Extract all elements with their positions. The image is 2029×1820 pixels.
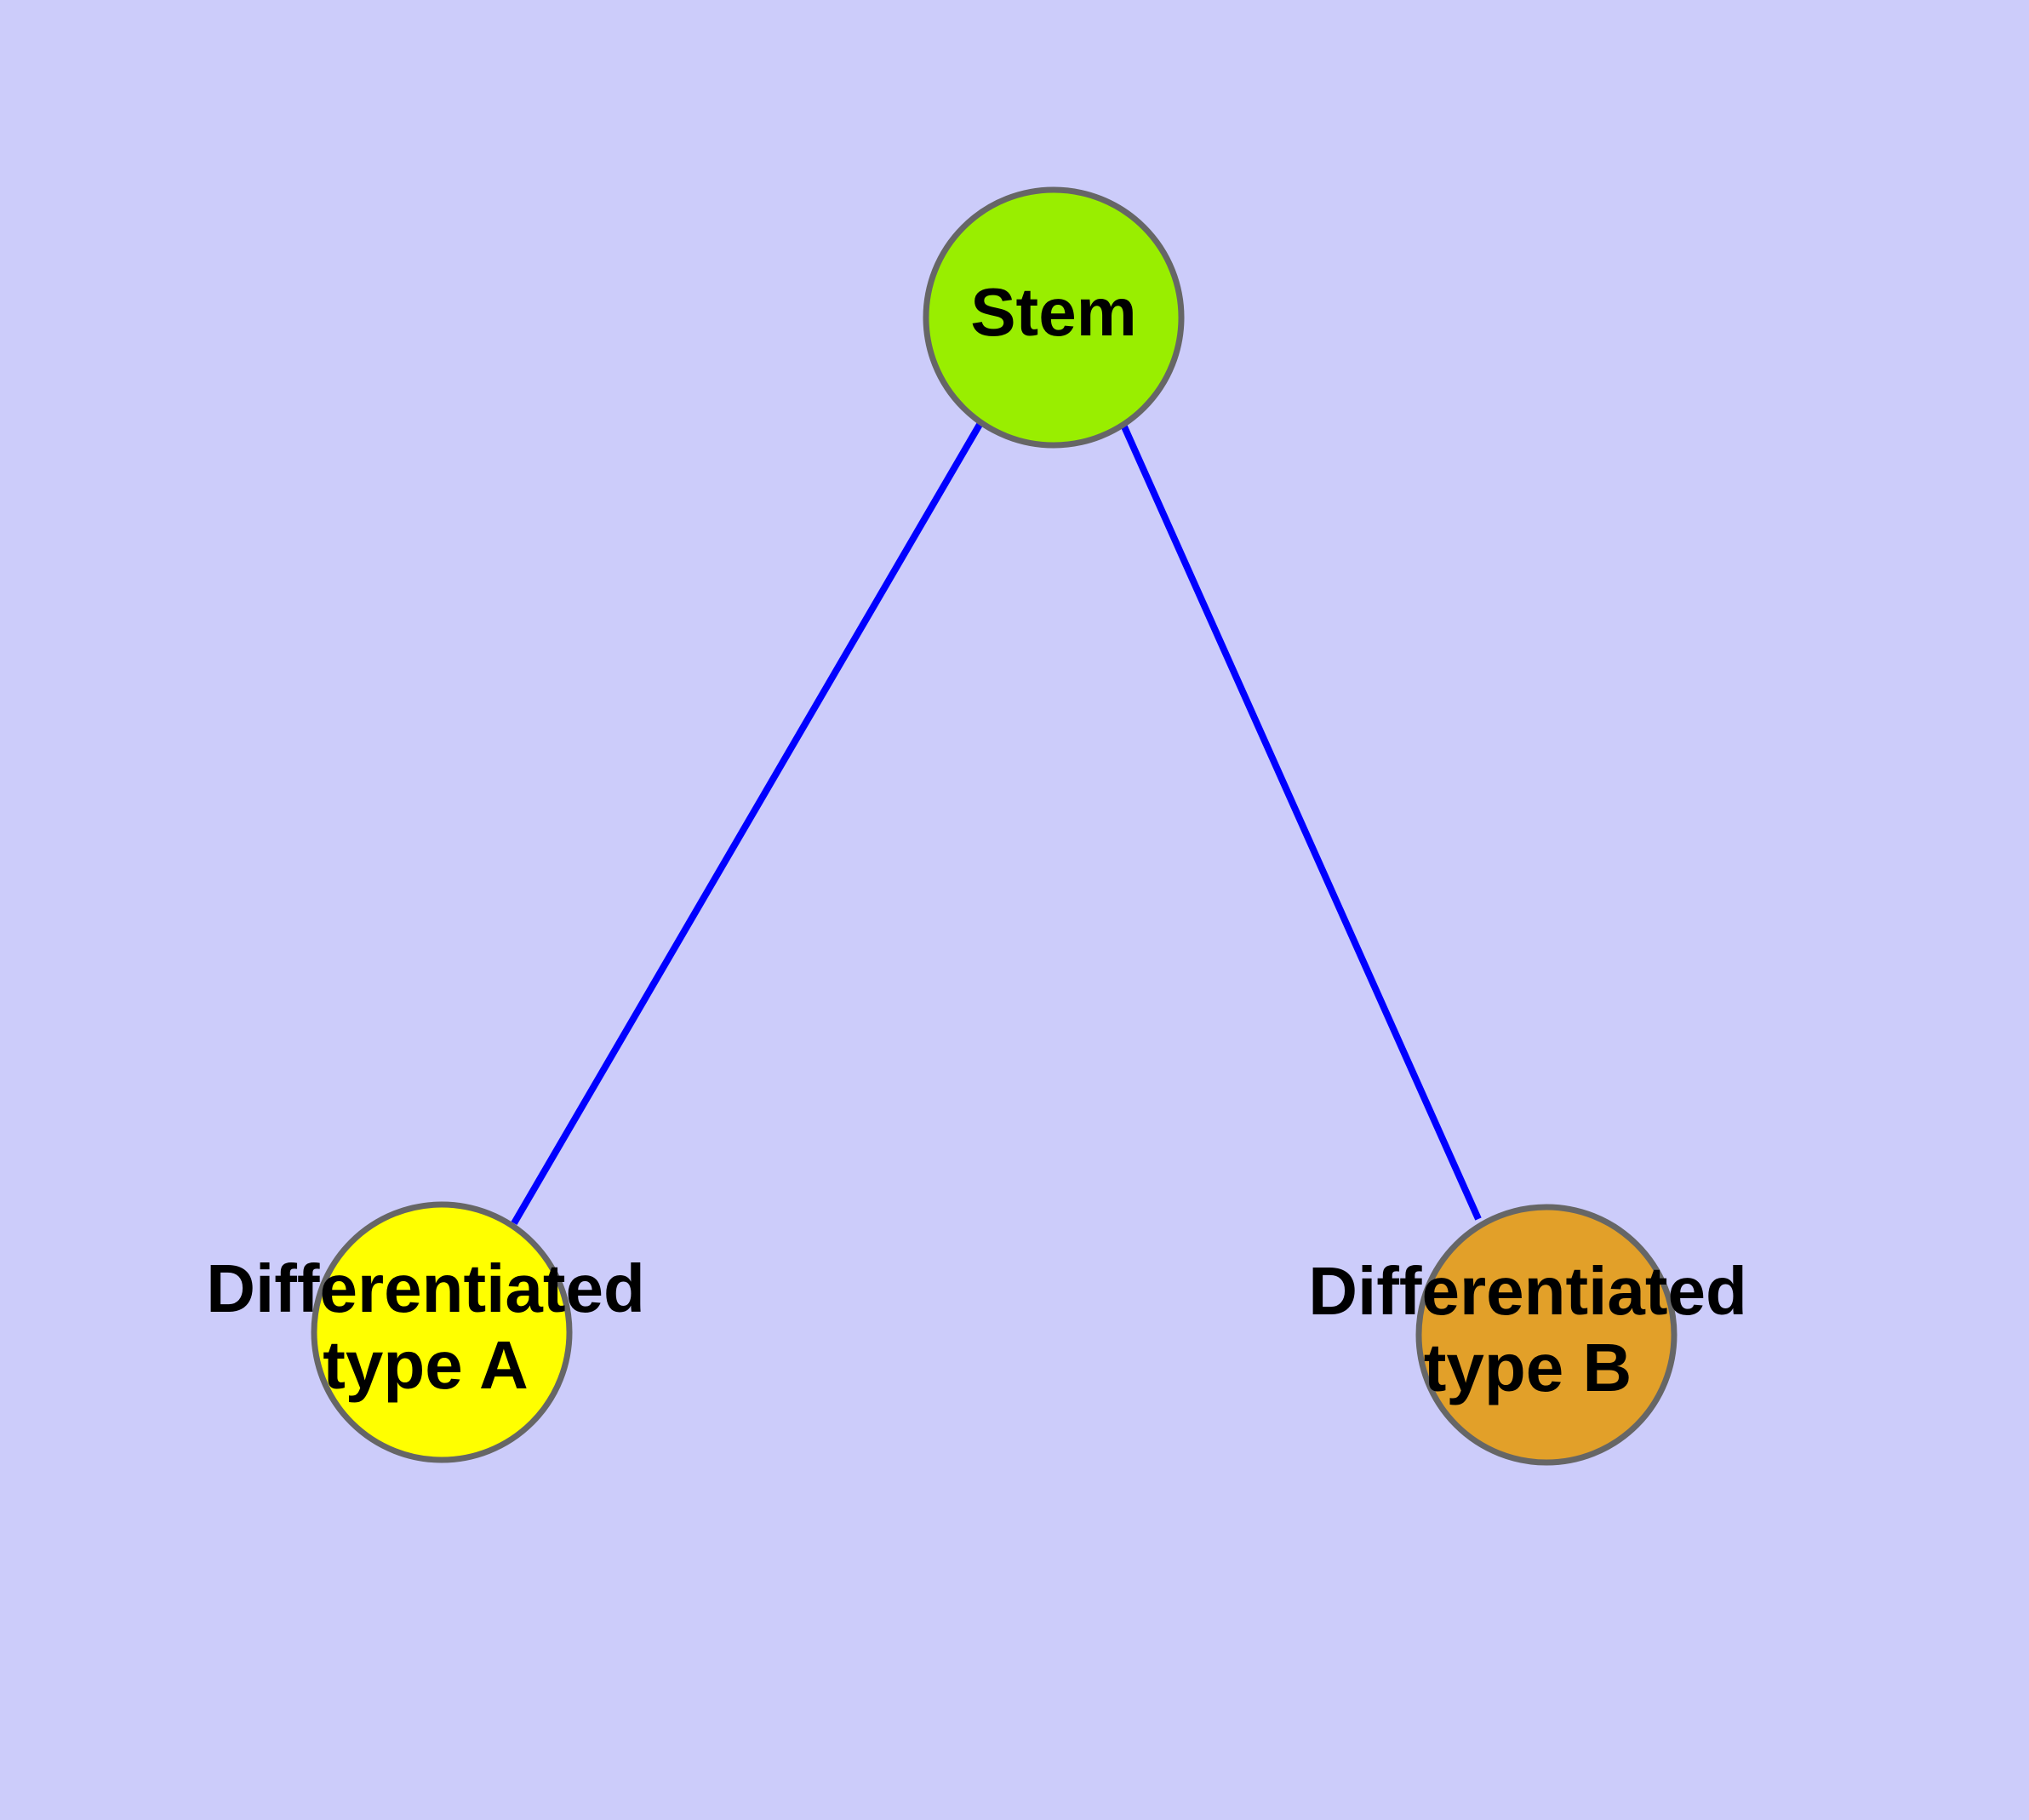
graph-node-diff-b[interactable]	[1415, 1204, 1677, 1466]
label-line: type A	[323, 1327, 529, 1403]
graph-node-label-stem: Stem	[970, 274, 1137, 350]
nodes-layer	[311, 186, 1677, 1466]
graph-node-stem[interactable]	[923, 186, 1185, 449]
edges-layer	[511, 421, 1482, 1226]
label-line: Differentiated	[1308, 1253, 1747, 1329]
graph-edge-stem-to-diff-b[interactable]	[1120, 423, 1482, 1221]
label-line: Differentiated	[206, 1251, 645, 1326]
label-line: type B	[1424, 1330, 1632, 1405]
label-line: Stem	[970, 274, 1137, 350]
graph-edge-stem-to-diff-a[interactable]	[511, 421, 984, 1226]
graph-node-diff-a[interactable]	[311, 1201, 573, 1463]
